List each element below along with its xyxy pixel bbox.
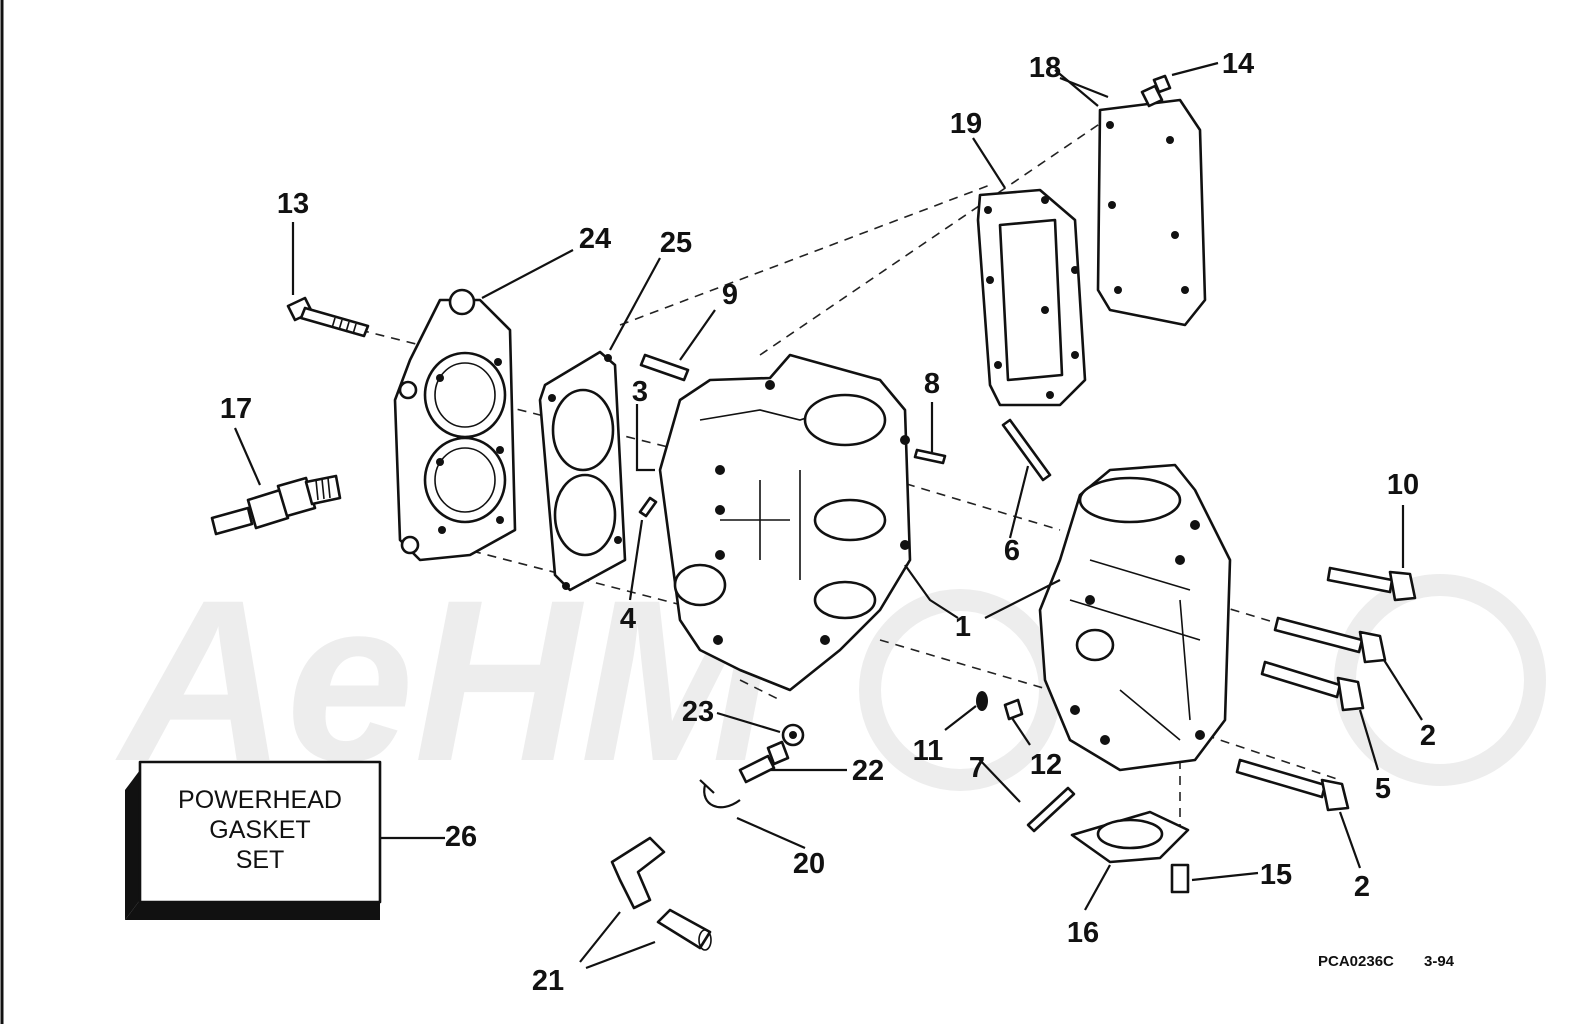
label-21: 21 — [532, 965, 564, 997]
label-2-lower: 2 — [1354, 871, 1370, 903]
label-14: 14 — [1222, 48, 1254, 80]
gasket-box-line1: POWERHEAD — [178, 786, 342, 814]
cylinder-block-1 — [658, 353, 912, 692]
part-labels: 13 17 24 25 9 3 4 8 6 1 10 2 5 2 15 16 1… — [220, 48, 1436, 997]
screw-15 — [1170, 863, 1190, 894]
gasket-box-line2: GASKET — [209, 816, 310, 844]
label-2-upper: 2 — [1420, 720, 1436, 752]
cylinder-head-24 — [393, 288, 517, 562]
gasket-set-box: POWERHEAD GASKET SET — [125, 760, 382, 920]
label-20: 20 — [793, 848, 825, 880]
head-gasket-25 — [538, 350, 627, 592]
label-7: 7 — [969, 752, 985, 784]
label-15: 15 — [1260, 859, 1292, 891]
label-1: 1 — [955, 611, 971, 643]
label-17: 17 — [220, 393, 252, 425]
fitting-22 — [738, 740, 790, 784]
clamp-20 — [699, 779, 741, 809]
screw-14 — [1140, 74, 1172, 108]
seal-housing-16 — [1070, 810, 1190, 864]
label-10: 10 — [1387, 469, 1419, 501]
pin-6 — [1001, 418, 1052, 482]
bypass-cover-18 — [1096, 98, 1207, 327]
spark-plug-17 — [210, 474, 342, 536]
bolt-5 — [1260, 660, 1365, 712]
label-5: 5 — [1375, 773, 1391, 805]
reference-date-text: 3-94 — [1424, 953, 1455, 970]
pin-7 — [1026, 786, 1076, 833]
label-11: 11 — [913, 735, 944, 767]
label-26: 26 — [445, 821, 477, 853]
label-23: 23 — [682, 696, 714, 728]
hose-21 — [610, 836, 712, 951]
bolt-2-lower — [1235, 758, 1350, 812]
label-13: 13 — [277, 188, 309, 220]
label-24: 24 — [579, 223, 611, 255]
label-12: 12 — [1030, 749, 1062, 781]
label-4: 4 — [620, 603, 636, 635]
label-6: 6 — [1004, 535, 1020, 567]
crankcase-1 — [1038, 463, 1232, 772]
cover-gasket-19 — [976, 188, 1087, 407]
dowel-4 — [638, 496, 658, 518]
label-16: 16 — [1067, 917, 1099, 949]
label-19: 19 — [950, 108, 982, 140]
pin-9 — [639, 353, 690, 382]
leader-lines — [233, 61, 1423, 970]
bolt-13 — [286, 296, 370, 338]
plug-12 — [1003, 698, 1024, 721]
label-22: 22 — [852, 755, 884, 787]
label-8: 8 — [924, 368, 940, 400]
plug-23 — [781, 723, 805, 747]
bolt-10 — [1326, 566, 1417, 602]
o-ring-11 — [976, 691, 988, 711]
label-18: 18 — [1029, 52, 1061, 84]
label-25: 25 — [660, 227, 692, 259]
gasket-box-line3: SET — [236, 846, 285, 874]
label-9: 9 — [722, 279, 738, 311]
pin-8 — [913, 448, 947, 465]
reference-code: PCA0236C 3-94 — [1318, 953, 1455, 970]
reference-code-text: PCA0236C — [1318, 953, 1394, 970]
label-3: 3 — [632, 376, 648, 408]
